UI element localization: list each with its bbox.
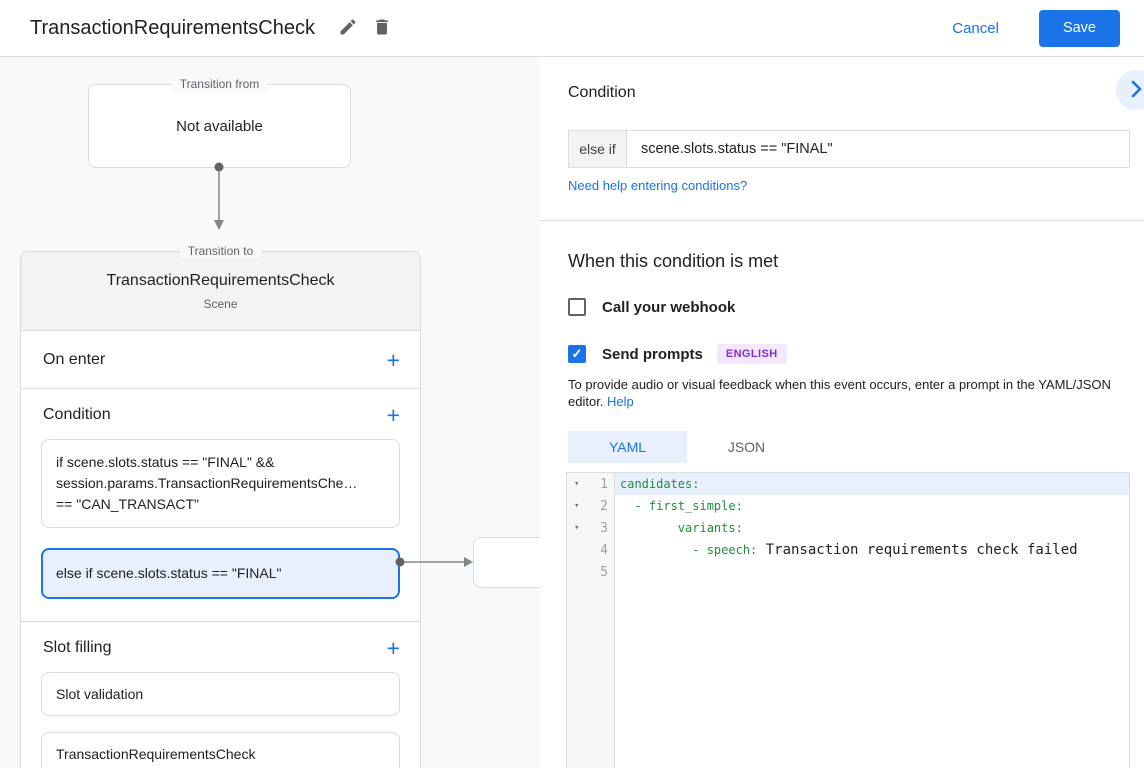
add-condition-button[interactable]: + bbox=[386, 402, 400, 428]
call-webhook-checkbox[interactable] bbox=[568, 298, 586, 316]
call-webhook-label: Call your webhook bbox=[602, 298, 736, 316]
condition-line: else if scene.slots.status == "FINAL" bbox=[56, 565, 282, 581]
code-line[interactable]: ▾ 2 - first_simple: bbox=[567, 495, 1129, 517]
when-condition-met-title: When this condition is met bbox=[568, 251, 779, 271]
scene-type-label: Scene bbox=[203, 296, 238, 311]
code-line[interactable]: ▾ 3 variants: bbox=[567, 517, 1129, 539]
checkmark-icon: ✓ bbox=[571, 346, 583, 361]
line-number: 5 bbox=[600, 564, 608, 580]
fold-icon[interactable]: ▾ bbox=[574, 501, 580, 511]
transition-target-node[interactable] bbox=[473, 537, 540, 588]
webhook-row: Call your webhook bbox=[568, 298, 1144, 316]
send-prompts-label: Send prompts bbox=[602, 345, 703, 363]
collapse-panel-button[interactable] bbox=[1116, 70, 1144, 110]
condition-prefix-label: else if bbox=[568, 130, 626, 168]
transition-from-content: Not available bbox=[176, 117, 263, 135]
chevron-right-icon bbox=[1116, 69, 1144, 112]
add-slot-button[interactable]: + bbox=[386, 635, 400, 661]
on-enter-label: On enter bbox=[43, 350, 106, 368]
page-header: TransactionRequirementsCheck Cancel Save bbox=[0, 0, 1144, 57]
code-line[interactable]: ▾ 1 candidates: bbox=[567, 473, 1129, 495]
condition-expression-input[interactable] bbox=[626, 130, 1130, 168]
condition-section-label: Condition bbox=[43, 406, 111, 423]
condition-section: Condition + if scene.slots.status == "FI… bbox=[21, 389, 420, 622]
on-enter-row[interactable]: On enter + bbox=[21, 331, 420, 389]
condition-item-selected[interactable]: else if scene.slots.status == "FINAL" bbox=[41, 548, 400, 599]
editor-empty-area[interactable] bbox=[567, 583, 1129, 768]
panel-title: Condition bbox=[568, 84, 636, 101]
edit-button[interactable] bbox=[331, 12, 365, 45]
slot-filling-label: Slot filling bbox=[43, 639, 112, 656]
transition-to-card: Transition to TransactionRequirementsChe… bbox=[20, 244, 421, 768]
condition-line: session.params.TransactionRequirementsCh… bbox=[56, 475, 358, 491]
cancel-button[interactable]: Cancel bbox=[946, 19, 1005, 38]
add-on-enter-button[interactable]: + bbox=[386, 346, 400, 373]
trash-icon bbox=[372, 16, 392, 41]
condition-editor-panel: Condition else if Need help entering con… bbox=[540, 57, 1144, 768]
transition-to-legend: Transition to bbox=[179, 244, 262, 258]
line-number: 1 bbox=[600, 476, 608, 492]
panel-divider bbox=[540, 220, 1144, 221]
fold-icon[interactable]: ▾ bbox=[574, 523, 580, 533]
tab-yaml[interactable]: YAML bbox=[568, 431, 687, 463]
send-prompts-checkbox[interactable]: ✓ bbox=[568, 345, 586, 363]
transition-from-legend: Transition from bbox=[171, 77, 268, 91]
fold-icon[interactable]: ▾ bbox=[574, 479, 580, 489]
condition-line: if scene.slots.status == "FINAL" && bbox=[56, 454, 275, 470]
down-arrow-connector bbox=[214, 162, 224, 230]
help-link[interactable]: Help bbox=[607, 394, 634, 409]
scene-flow-canvas: Transition from Not available Transition… bbox=[0, 57, 540, 768]
code-line[interactable]: 5 bbox=[567, 561, 1129, 583]
delete-button[interactable] bbox=[365, 11, 399, 46]
condition-item[interactable]: if scene.slots.status == "FINAL" && sess… bbox=[41, 439, 400, 528]
line-number: 2 bbox=[600, 498, 608, 514]
line-number: 3 bbox=[600, 520, 608, 536]
right-arrow-connector bbox=[395, 557, 473, 567]
send-prompts-row: ✓ Send prompts ENGLISH bbox=[568, 344, 1144, 364]
slot-item[interactable]: TransactionRequirementsCheck bbox=[41, 732, 400, 768]
language-badge: ENGLISH bbox=[716, 344, 787, 364]
condition-input-group: else if bbox=[568, 130, 1130, 168]
slot-item[interactable]: Slot validation bbox=[41, 672, 400, 716]
editor-format-tabs: YAML JSON bbox=[568, 431, 1144, 463]
tab-json[interactable]: JSON bbox=[687, 431, 806, 463]
line-number: 4 bbox=[600, 542, 608, 558]
scene-name: TransactionRequirementsCheck bbox=[106, 271, 335, 289]
slot-filling-section: Slot filling + Slot validation Transacti… bbox=[21, 622, 420, 768]
prompt-note: To provide audio or visual feedback when… bbox=[568, 376, 1140, 410]
yaml-code-editor[interactable]: ▾ 1 candidates: ▾ 2 - first_simple: ▾ 3 … bbox=[566, 472, 1130, 768]
prompt-note-text: To provide audio or visual feedback when… bbox=[568, 377, 1111, 409]
transition-from-box: Transition from Not available bbox=[88, 77, 351, 168]
page-title: TransactionRequirementsCheck bbox=[30, 16, 315, 39]
scene-node-header[interactable]: TransactionRequirementsCheck Scene bbox=[21, 252, 420, 331]
condition-line: == "CAN_TRANSACT" bbox=[56, 496, 199, 512]
code-line[interactable]: 4 - speech: Transaction requirements che… bbox=[567, 539, 1129, 561]
condition-help-link[interactable]: Need help entering conditions? bbox=[568, 178, 748, 193]
save-button[interactable]: Save bbox=[1038, 9, 1120, 47]
pencil-icon bbox=[338, 17, 358, 40]
